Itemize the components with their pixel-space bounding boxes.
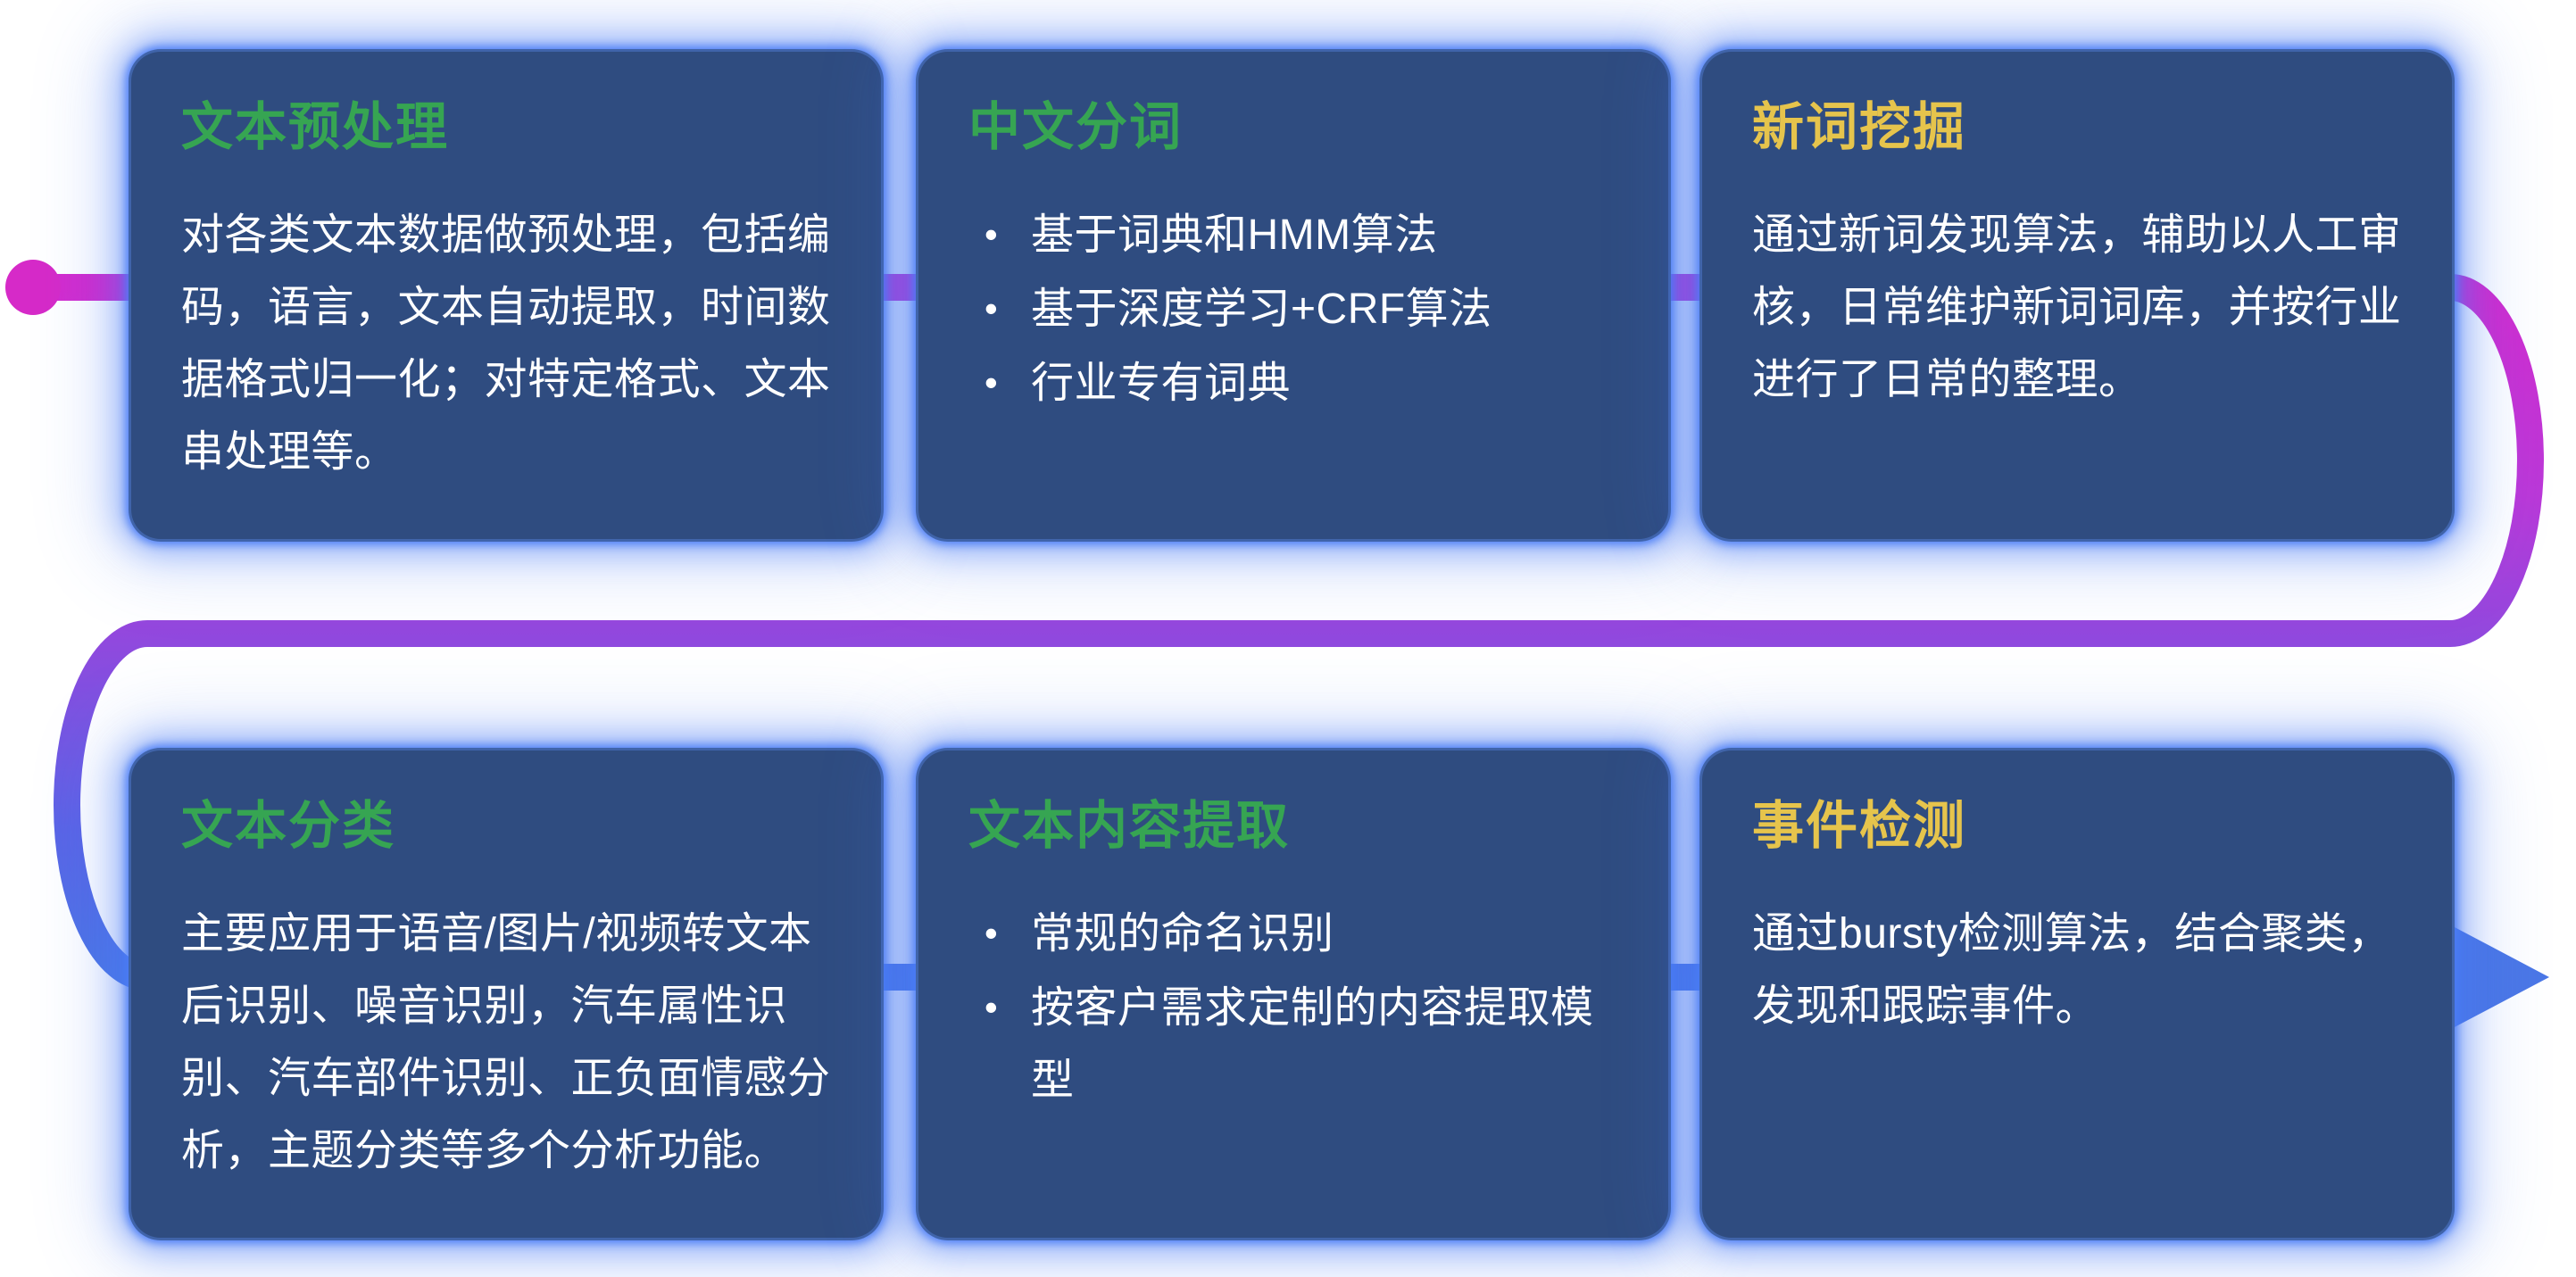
card-text-content-extraction: 文本内容提取 • 常规的命名识别 • 按客户需求定制的内容提取模型 bbox=[916, 748, 1671, 1240]
list-item: • 基于词典和HMM算法 bbox=[985, 199, 1618, 271]
bullet-icon: • bbox=[985, 286, 999, 329]
card-text-classification: 文本分类 主要应用于语音/图片/视频转文本后识别、噪音识别，汽车属性识别、汽车部… bbox=[129, 748, 884, 1240]
card-new-word-mining: 新词挖掘 通过新词发现算法，辅助以人工审核，日常维护新词词库，并按行业进行了日常… bbox=[1699, 49, 2455, 542]
card-title: 中文分词 bbox=[968, 98, 1184, 156]
card-title: 新词挖掘 bbox=[1752, 98, 1967, 156]
bullet-icon: • bbox=[985, 985, 999, 1028]
bullet-text: 常规的命名识别 bbox=[1031, 909, 1334, 958]
flow-start-dot bbox=[5, 260, 61, 315]
card-title: 文本内容提取 bbox=[968, 797, 1291, 855]
arrow-icon bbox=[2453, 926, 2549, 1028]
card-title: 文本分类 bbox=[181, 797, 396, 855]
list-item: • 行业专有词典 bbox=[985, 347, 1618, 419]
list-item: • 按客户需求定制的内容提取模型 bbox=[985, 972, 1618, 1116]
card-event-detection: 事件检测 通过bursty检测算法，结合聚类，发现和跟踪事件。 bbox=[1699, 748, 2455, 1240]
bullet-icon: • bbox=[985, 212, 999, 255]
flow-path bbox=[33, 274, 2544, 991]
card-body: 对各类文本数据做预处理，包括编码，语言，文本自动提取，时间数据格式归一化；对特定… bbox=[181, 211, 831, 477]
card-title: 事件检测 bbox=[1752, 797, 1967, 855]
bullet-icon: • bbox=[985, 361, 999, 403]
card-body: 通过新词发现算法，辅助以人工审核，日常维护新词词库，并按行业进行了日常的整理。 bbox=[1752, 211, 2402, 403]
card-body: 主要应用于语音/图片/视频转文本后识别、噪音识别，汽车属性识别、汽车部件识别、正… bbox=[181, 909, 831, 1175]
bullet-text: 按客户需求定制的内容提取模型 bbox=[1031, 983, 1594, 1104]
list-item: • 常规的命名识别 bbox=[985, 898, 1618, 970]
bullet-text: 行业专有词典 bbox=[1031, 359, 1292, 407]
list-item: • 基于深度学习+CRF算法 bbox=[985, 273, 1618, 345]
bullet-text: 基于深度学习+CRF算法 bbox=[1031, 285, 1492, 333]
card-bullet-list: • 基于词典和HMM算法 • 基于深度学习+CRF算法 • 行业专有词典 bbox=[968, 199, 1618, 419]
card-chinese-word-segmentation: 中文分词 • 基于词典和HMM算法 • 基于深度学习+CRF算法 • 行业专有词… bbox=[916, 49, 1671, 542]
bullet-text: 基于词典和HMM算法 bbox=[1031, 211, 1438, 259]
card-title: 文本预处理 bbox=[181, 98, 450, 156]
card-body: 通过bursty检测算法，结合聚类，发现和跟踪事件。 bbox=[1752, 909, 2391, 1030]
card-bullet-list: • 常规的命名识别 • 按客户需求定制的内容提取模型 bbox=[968, 898, 1618, 1116]
card-text-preprocessing: 文本预处理 对各类文本数据做预处理，包括编码，语言，文本自动提取，时间数据格式归… bbox=[129, 49, 884, 542]
bullet-icon: • bbox=[985, 911, 999, 954]
